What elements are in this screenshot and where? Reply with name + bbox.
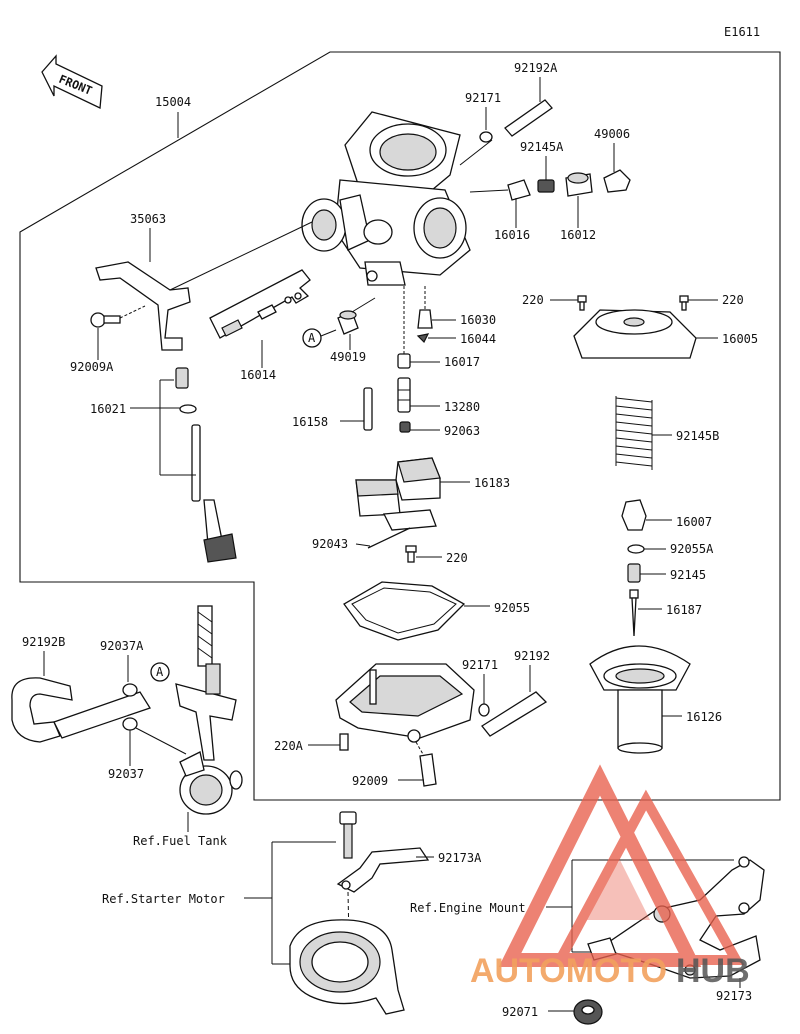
part-35063 (95, 261, 191, 351)
part-label-220-left: 220 (522, 293, 544, 307)
part-label-13280: 13280 (444, 400, 480, 414)
part-label-16017: 16017 (444, 355, 480, 369)
part-label-16016: 16016 (494, 228, 530, 242)
part-92145A (537, 179, 555, 193)
part-label-92145: 92145 (670, 568, 706, 582)
part-16187 (629, 589, 639, 637)
part-label-92192A: 92192A (514, 61, 558, 75)
part-label-49006: 49006 (594, 127, 630, 141)
part-16007 (621, 499, 647, 531)
part-16021 (175, 367, 237, 563)
part-92145 (627, 563, 641, 583)
part-92145B (615, 396, 653, 470)
assembly-frame (19, 51, 781, 801)
part-220-left (577, 295, 587, 311)
part-label-92055A: 92055A (670, 542, 714, 556)
float-bowl (335, 663, 475, 743)
part-92171-top (479, 131, 493, 143)
part-92173A (336, 847, 430, 893)
diagram-code: E1611 (724, 25, 760, 39)
part-16158 (363, 387, 373, 431)
part-label-92145B: 92145B (676, 429, 719, 443)
part-92192 (481, 691, 548, 737)
part-label-92192: 92192 (514, 649, 550, 663)
part-92192A (504, 99, 553, 137)
starter-motor-housing (289, 919, 405, 1015)
part-label-16014: 16014 (240, 368, 276, 382)
part-label-49019: 49019 (330, 350, 366, 364)
part-92009 (419, 753, 437, 787)
part-label-16005: 16005 (722, 332, 758, 346)
part-label-92055: 92055 (494, 601, 530, 615)
part-92055A (627, 544, 645, 554)
part-16044 (416, 333, 430, 344)
part-13280 (397, 377, 411, 413)
part-16005 (573, 309, 697, 359)
part-16126 (589, 645, 691, 754)
callout-a-top (302, 328, 322, 348)
part-label-92171-top: 92171 (465, 91, 501, 105)
part-92063 (399, 421, 411, 433)
part-92192B (11, 677, 151, 743)
part-label-92043: 92043 (312, 537, 348, 551)
part-label-16030: 16030 (460, 313, 496, 327)
part-label-92192B: 92192B (22, 635, 65, 649)
part-92171-bottom (478, 703, 490, 717)
part-label-92037: 92037 (108, 767, 144, 781)
part-label-92071: 92071 (502, 1005, 538, 1019)
front-arrow-icon: FRONT (41, 54, 103, 109)
part-16014 (209, 269, 311, 339)
part-label-92037A: 92037A (100, 639, 144, 653)
fuel-tank-valve (175, 605, 243, 815)
part-label-220A: 220A (274, 739, 304, 753)
callout-a-bottom (150, 662, 170, 682)
part-label-92009: 92009 (352, 774, 388, 788)
part-label-92145A: 92145A (520, 140, 564, 154)
part-16183 (355, 457, 441, 531)
part-92043 (367, 527, 411, 549)
part-16016 (507, 179, 531, 201)
part-label-92009A: 92009A (70, 360, 114, 374)
part-label-16007: 16007 (676, 515, 712, 529)
watermark-text-b: HUB (676, 952, 750, 990)
part-220A (339, 733, 349, 751)
part-label-92173: 92173 (716, 989, 752, 1003)
part-label-220-mid: 220 (446, 551, 468, 565)
ref-starter-motor: Ref.Starter Motor (102, 892, 225, 906)
part-label-35063: 35063 (130, 212, 166, 226)
part-92037 (122, 717, 138, 731)
watermark-logo (498, 764, 745, 967)
part-92173A-bolt (339, 811, 357, 859)
part-220-right (679, 295, 689, 311)
watermark-text-a: AUTOMOTO (470, 952, 667, 990)
part-220-mid (405, 545, 417, 563)
part-label-16021: 16021 (90, 402, 126, 416)
part-label-16158: 16158 (292, 415, 328, 429)
part-16012 (565, 172, 593, 197)
ref-fuel-tank: Ref.Fuel Tank (133, 834, 228, 848)
part-label-92063: 92063 (444, 424, 480, 438)
part-label-92173A: 92173A (438, 851, 482, 865)
callout-a-top-letter: A (308, 331, 316, 345)
part-label-16187: 16187 (666, 603, 702, 617)
part-label-16126: 16126 (686, 710, 722, 724)
part-label-16183: 16183 (474, 476, 510, 490)
part-49019 (337, 310, 359, 335)
part-label-16012: 16012 (560, 228, 596, 242)
part-label-15004: 15004 (155, 95, 191, 109)
part-16030 (417, 309, 433, 329)
part-label-92171-bottom: 92171 (462, 658, 498, 672)
part-label-220-right: 220 (722, 293, 744, 307)
ref-engine-mount: Ref.Engine Mount (410, 901, 526, 915)
part-49006 (603, 169, 631, 193)
carburetor-body (301, 111, 471, 286)
callout-a-bottom-letter: A (156, 665, 164, 679)
part-16017 (397, 353, 411, 369)
part-92037A (122, 683, 138, 697)
part-92055 (343, 581, 466, 641)
part-92009A (90, 312, 121, 328)
part-label-16044: 16044 (460, 332, 496, 346)
